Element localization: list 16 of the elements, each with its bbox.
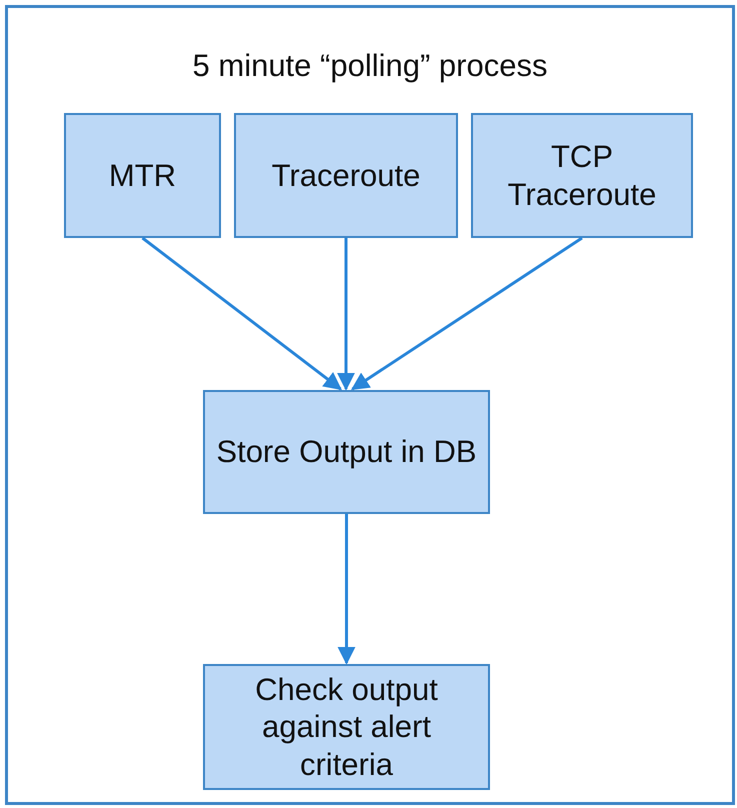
process-box xyxy=(203,664,490,790)
process-box xyxy=(234,113,458,238)
arrow xyxy=(338,514,356,665)
box-label: Check output against alert criteria xyxy=(254,671,439,783)
box-label: TCP Traceroute xyxy=(506,138,658,213)
arrow xyxy=(337,238,355,391)
box-label: Store Output in DB xyxy=(216,433,477,471)
group-frame xyxy=(5,5,735,805)
process-box xyxy=(64,113,221,238)
process-box xyxy=(203,390,490,514)
box-label: Traceroute xyxy=(272,156,420,194)
process-box xyxy=(471,113,693,238)
arrow xyxy=(351,236,583,390)
box-label: MTR xyxy=(108,156,176,194)
arrow xyxy=(142,236,342,390)
frame-title: 5 minute “polling” process xyxy=(192,48,548,84)
